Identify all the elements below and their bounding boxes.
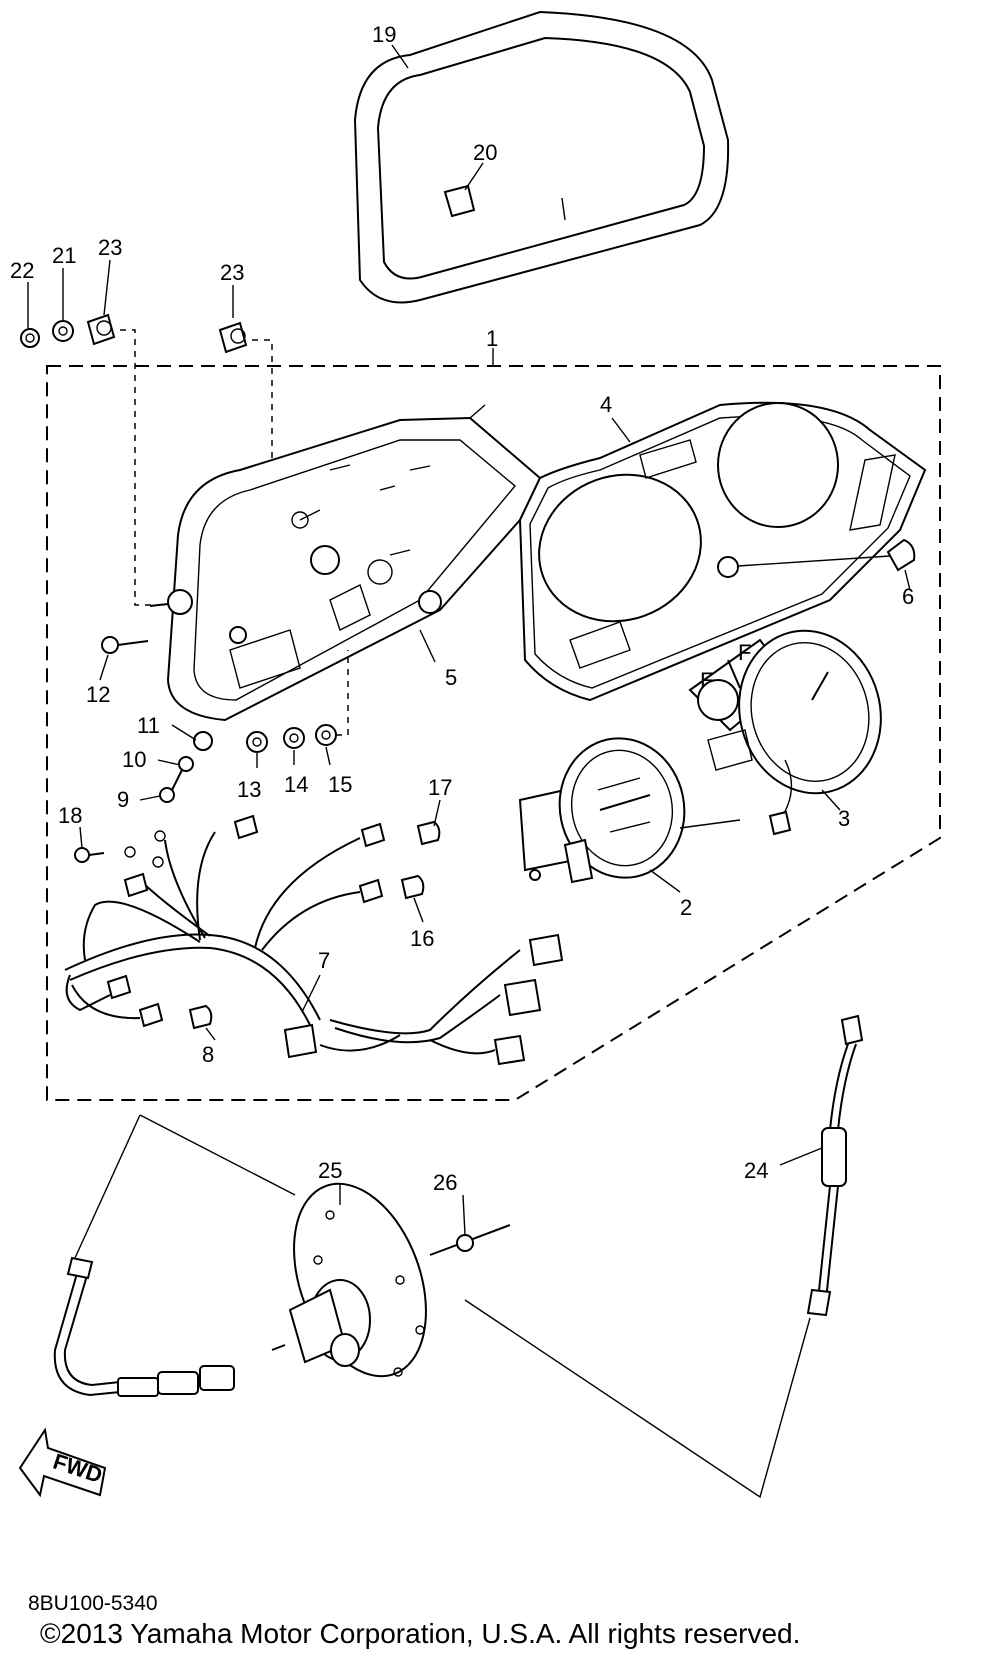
callout-10: 10 (122, 747, 146, 772)
callout-25: 25 (318, 1158, 342, 1183)
callout-20: 20 (473, 140, 497, 165)
tachometer-3: E F (688, 629, 882, 836)
speedometer-cable-lower (53, 1256, 235, 1397)
pin-26 (429, 1224, 511, 1256)
callout-5: 5 (445, 665, 457, 690)
callout-4: 4 (600, 392, 612, 417)
callout-7: 7 (318, 948, 330, 973)
cable-link-line-left (74, 1114, 141, 1259)
bulb-17 (416, 820, 441, 846)
callout-8: 8 (202, 1042, 214, 1067)
meter-cover-19 (353, 10, 730, 304)
grommet-case-left (149, 589, 193, 615)
callout-14: 14 (284, 772, 308, 797)
rubber-cap-6 (737, 538, 916, 572)
cable-link-line-right (464, 1299, 811, 1499)
callout-26: 26 (433, 1170, 457, 1195)
screw-18 (74, 847, 105, 863)
part-callouts: 19 20 22 21 23 23 1 4 6 5 12 11 10 9 13 … (10, 22, 914, 1195)
damper-23a (86, 313, 116, 346)
callout-16: 16 (410, 926, 434, 951)
callout-22: 22 (10, 258, 34, 283)
callout-9: 9 (117, 787, 129, 812)
cable-link-line-center (139, 1114, 296, 1196)
bolt-12 (101, 636, 149, 654)
speedometer-cable-24 (806, 1014, 864, 1317)
meter-case-5 (166, 404, 542, 722)
damper-23b (218, 321, 248, 354)
gear-unit-25 (271, 1182, 427, 1378)
callout-11: 11 (137, 713, 160, 738)
speedometer-2 (518, 737, 741, 884)
bulb-16 (400, 874, 425, 900)
fuel-full-mark: F (738, 640, 751, 665)
screw-9 (159, 769, 183, 803)
assembly-boundary-1 (46, 365, 941, 1101)
grommet-11 (193, 731, 213, 751)
washer-21 (52, 320, 74, 342)
meter-panel-4 (518, 401, 927, 702)
callout-19: 19 (372, 22, 396, 47)
drawing-number: 8BU100-5340 (28, 1592, 158, 1615)
callout-21: 21 (52, 243, 76, 268)
washer-14 (283, 727, 305, 749)
callout-1: 1 (486, 326, 498, 351)
callout-15: 15 (328, 772, 352, 797)
fitting-line-23a (120, 329, 155, 606)
wire-harness-7 (64, 814, 564, 1066)
callout-2: 2 (680, 895, 692, 920)
washer-10 (178, 756, 194, 772)
callout-17: 17 (428, 775, 452, 800)
copyright-notice: ©2013 Yamaha Motor Corporation, U.S.A. A… (40, 1618, 801, 1649)
grommet-20 (443, 184, 476, 218)
collar-15 (315, 724, 337, 746)
callout-6: 6 (902, 584, 914, 609)
callout-12: 12 (86, 682, 110, 707)
nut-13 (246, 731, 268, 753)
fitting-line-15 (336, 650, 349, 736)
nut-22 (20, 328, 40, 348)
callout-13: 13 (237, 777, 261, 802)
leader-lines (27, 44, 911, 1236)
bulb-8 (188, 1004, 213, 1030)
callout-3: 3 (838, 806, 850, 831)
fwd-arrow-icon: FWD (18, 1427, 107, 1498)
callout-24: 24 (744, 1158, 768, 1183)
callout-23: 23 (98, 235, 122, 260)
callout-18: 18 (58, 803, 82, 828)
callout-23-second: 23 (220, 260, 244, 285)
